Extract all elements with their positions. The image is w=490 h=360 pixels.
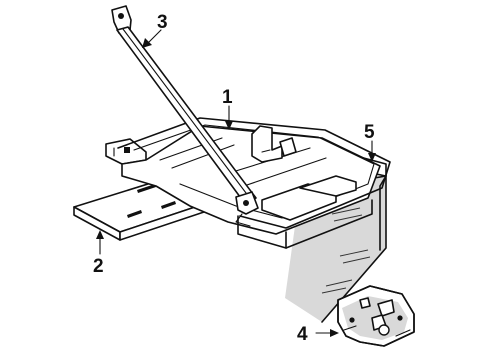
part-3-hold-down-rod [111,5,259,227]
callout-4: 4 [297,324,308,345]
leader-lines [96,29,376,337]
callout-2: 2 [93,256,104,277]
callout-1: 1 [222,87,233,108]
part-1-battery-tray [105,117,391,249]
callout-5: 5 [364,122,375,143]
part-4-bracket [337,285,415,347]
callout-3: 3 [157,12,168,33]
